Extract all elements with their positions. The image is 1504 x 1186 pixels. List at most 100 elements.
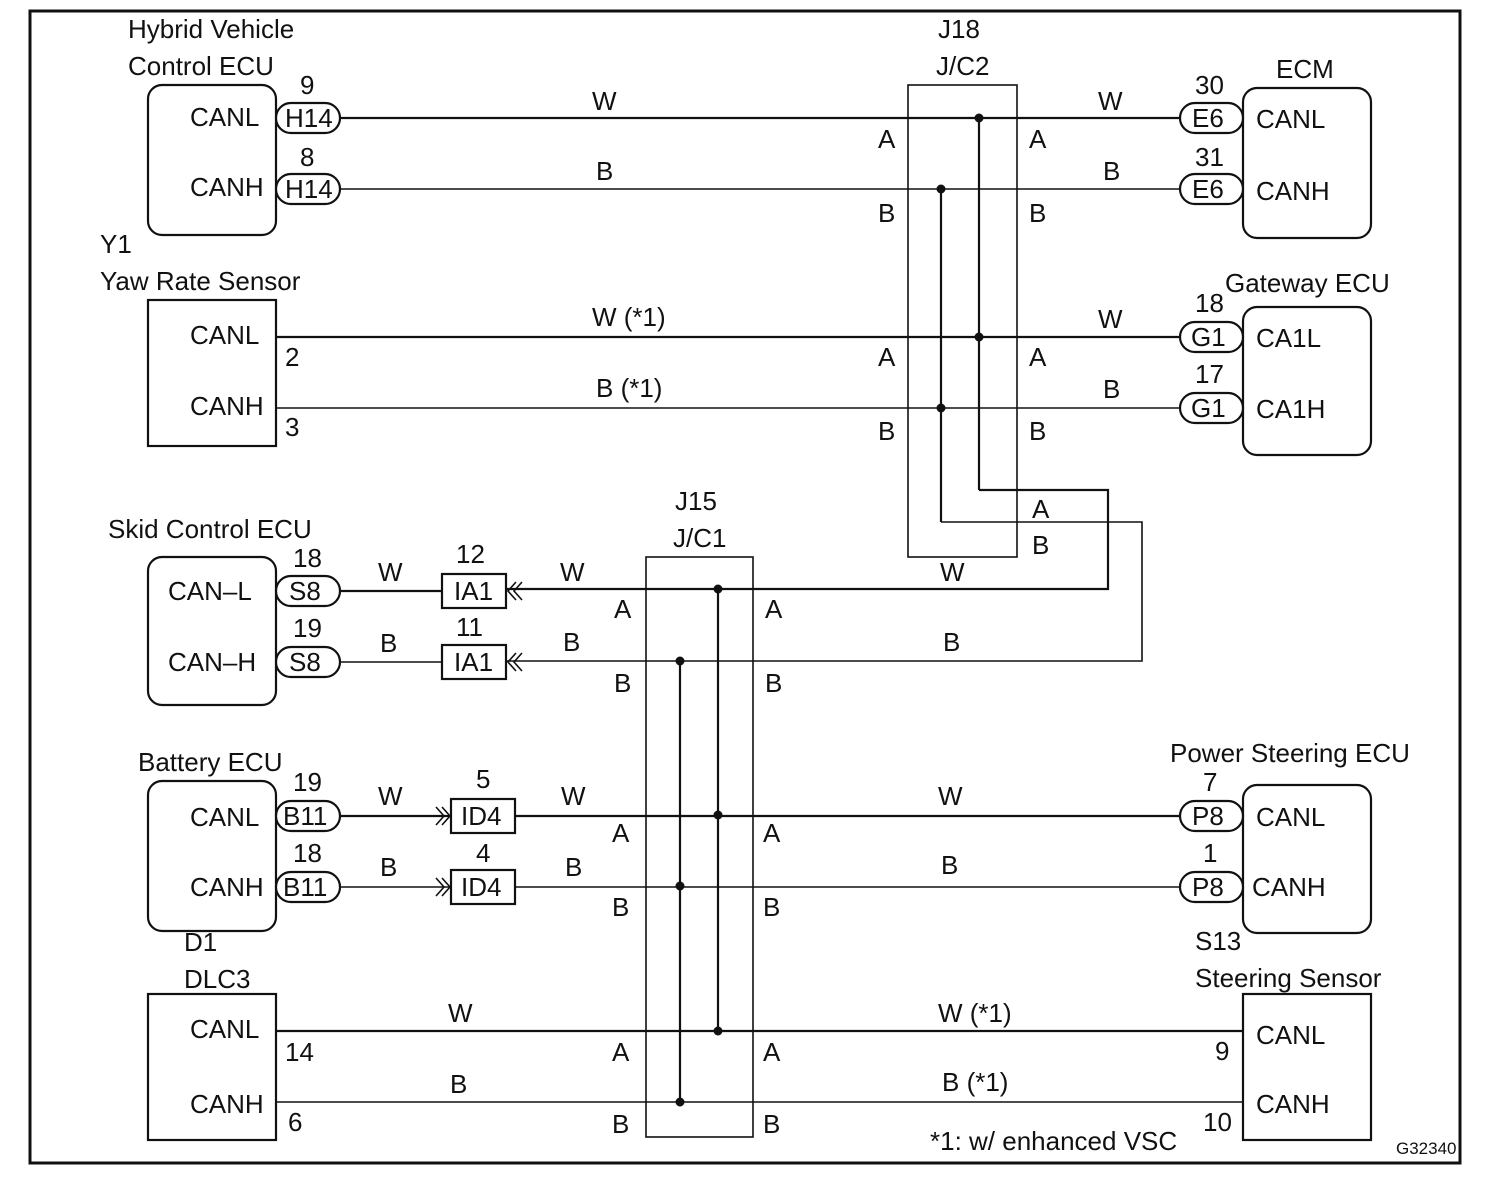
svg-text:CAN–H: CAN–H	[168, 647, 256, 677]
diagram-id: G32340	[1396, 1139, 1457, 1158]
svg-text:W: W	[592, 86, 617, 116]
svg-text:CA1H: CA1H	[1256, 394, 1325, 424]
junction-j15: J15 J/C1 A A B B A A B B A A B B	[612, 486, 783, 1139]
svg-text:2: 2	[285, 342, 299, 372]
svg-text:CANL: CANL	[190, 1014, 259, 1044]
svg-text:Power Steering ECU: Power Steering ECU	[1170, 738, 1410, 768]
svg-text:ID4: ID4	[461, 872, 501, 902]
svg-text:G1: G1	[1191, 393, 1226, 423]
svg-text:B: B	[563, 627, 580, 657]
svg-text:B: B	[1103, 156, 1120, 186]
svg-text:A: A	[1032, 494, 1050, 524]
svg-text:B11: B11	[283, 872, 327, 902]
svg-text:W: W	[560, 557, 585, 587]
junction-j18: J18 J/C2 A A B B A A B B A B	[878, 14, 1050, 560]
svg-text:W: W	[561, 781, 586, 811]
svg-text:E6: E6	[1192, 174, 1224, 204]
svg-text:Skid Control ECU: Skid Control ECU	[108, 514, 312, 544]
svg-text:18: 18	[293, 543, 322, 573]
connector-g1-l: 18 G1	[1178, 288, 1245, 354]
svg-text:18: 18	[1195, 288, 1224, 318]
svg-text:14: 14	[285, 1037, 314, 1067]
svg-text:B (*1): B (*1)	[942, 1067, 1008, 1097]
svg-text:6: 6	[288, 1107, 302, 1137]
wires-battery-ps: W B W B	[515, 781, 1180, 888]
svg-text:Battery ECU: Battery ECU	[138, 747, 283, 777]
power-steering-ecu: Power Steering ECU CANL CANH	[1170, 738, 1410, 935]
svg-text:A: A	[612, 818, 630, 848]
svg-text:10: 10	[1203, 1107, 1232, 1137]
svg-text:A: A	[612, 1037, 630, 1067]
connector-ia1-l: 12 IA1	[440, 539, 523, 610]
svg-text:P8: P8	[1192, 872, 1224, 902]
svg-text:B: B	[763, 892, 780, 922]
svg-text:CANL: CANL	[190, 320, 259, 350]
svg-text:31: 31	[1195, 142, 1224, 172]
ecm: ECM CANL CANH	[1241, 54, 1373, 240]
svg-text:W: W	[378, 557, 403, 587]
footnote: *1: w/ enhanced VSC	[930, 1126, 1177, 1156]
hv-ecu-name-2: Control ECU	[128, 51, 274, 81]
svg-text:7: 7	[1203, 767, 1217, 797]
svg-text:B: B	[1029, 416, 1046, 446]
svg-text:B: B	[450, 1069, 467, 1099]
svg-text:CANH: CANH	[1256, 176, 1330, 206]
svg-text:W (*1): W (*1)	[592, 302, 666, 332]
connector-h14-canh: 8 H14	[274, 142, 342, 206]
svg-text:W: W	[938, 781, 963, 811]
svg-text:J/C2: J/C2	[936, 51, 989, 81]
svg-text:CANH: CANH	[1256, 1089, 1330, 1119]
svg-text:B: B	[565, 852, 582, 882]
svg-text:CANL: CANL	[1256, 802, 1325, 832]
svg-text:Gateway ECU: Gateway ECU	[1225, 268, 1390, 298]
connector-p8-h: 1 P8	[1178, 838, 1245, 904]
svg-text:CANH: CANH	[190, 391, 264, 421]
svg-text:CANL: CANL	[1256, 104, 1325, 134]
svg-text:A: A	[765, 594, 783, 624]
skid-control-ecu: Skid Control ECU CAN–L CAN–H	[108, 514, 312, 707]
svg-text:B: B	[878, 198, 895, 228]
svg-text:W: W	[940, 557, 965, 587]
yaw-rate-sensor: Y1 Yaw Rate Sensor CANL CANH 2 3	[100, 229, 301, 448]
svg-text:J/C1: J/C1	[673, 523, 726, 553]
svg-text:18: 18	[293, 838, 322, 868]
svg-text:J15: J15	[675, 486, 717, 516]
svg-text:8: 8	[300, 142, 314, 172]
svg-text:A: A	[1029, 124, 1047, 154]
svg-text:J18: J18	[938, 14, 980, 44]
svg-text:11: 11	[456, 612, 483, 642]
svg-text:5: 5	[476, 764, 490, 794]
svg-text:CANH: CANH	[190, 872, 264, 902]
connector-e6-canl: 30 E6	[1178, 70, 1245, 135]
svg-text:G1: G1	[1191, 322, 1226, 352]
dlc3: D1 DLC3 CANL CANH 14 6	[146, 927, 314, 1142]
svg-text:CANL: CANL	[1256, 1020, 1325, 1050]
wires-hv-ecm: W B W B	[340, 86, 1180, 190]
svg-text:17: 17	[1195, 359, 1224, 389]
svg-text:W (*1): W (*1)	[938, 998, 1012, 1028]
svg-text:9: 9	[1215, 1036, 1229, 1066]
svg-text:CANH: CANH	[190, 1089, 264, 1119]
connector-s8-l: 18 S8	[274, 543, 342, 608]
svg-text:B: B	[763, 1109, 780, 1139]
svg-text:B: B	[941, 850, 958, 880]
ecm-name: ECM	[1276, 54, 1334, 84]
svg-text:Steering Sensor: Steering Sensor	[1195, 963, 1382, 993]
wires-j18-j15-link: W B W B	[505, 488, 1143, 662]
svg-text:S13: S13	[1195, 926, 1241, 956]
connector-p8-l: 7 P8	[1178, 767, 1245, 833]
svg-text:P8: P8	[1192, 801, 1224, 831]
svg-text:1: 1	[1203, 838, 1217, 868]
connector-b11-h: 18 B11	[274, 838, 342, 904]
svg-text:S8: S8	[289, 576, 321, 606]
svg-text:B: B	[614, 668, 631, 698]
svg-text:B: B	[380, 852, 397, 882]
svg-text:A: A	[878, 124, 896, 154]
svg-text:E6: E6	[1192, 103, 1224, 133]
svg-text:Y1: Y1	[100, 229, 132, 259]
svg-text:W: W	[378, 781, 403, 811]
wires-dlc3-steering: W B W (*1) B (*1)	[276, 998, 1243, 1103]
svg-text:A: A	[878, 342, 896, 372]
svg-text:B: B	[943, 627, 960, 657]
connector-id4-h: 4 ID4	[449, 838, 517, 906]
